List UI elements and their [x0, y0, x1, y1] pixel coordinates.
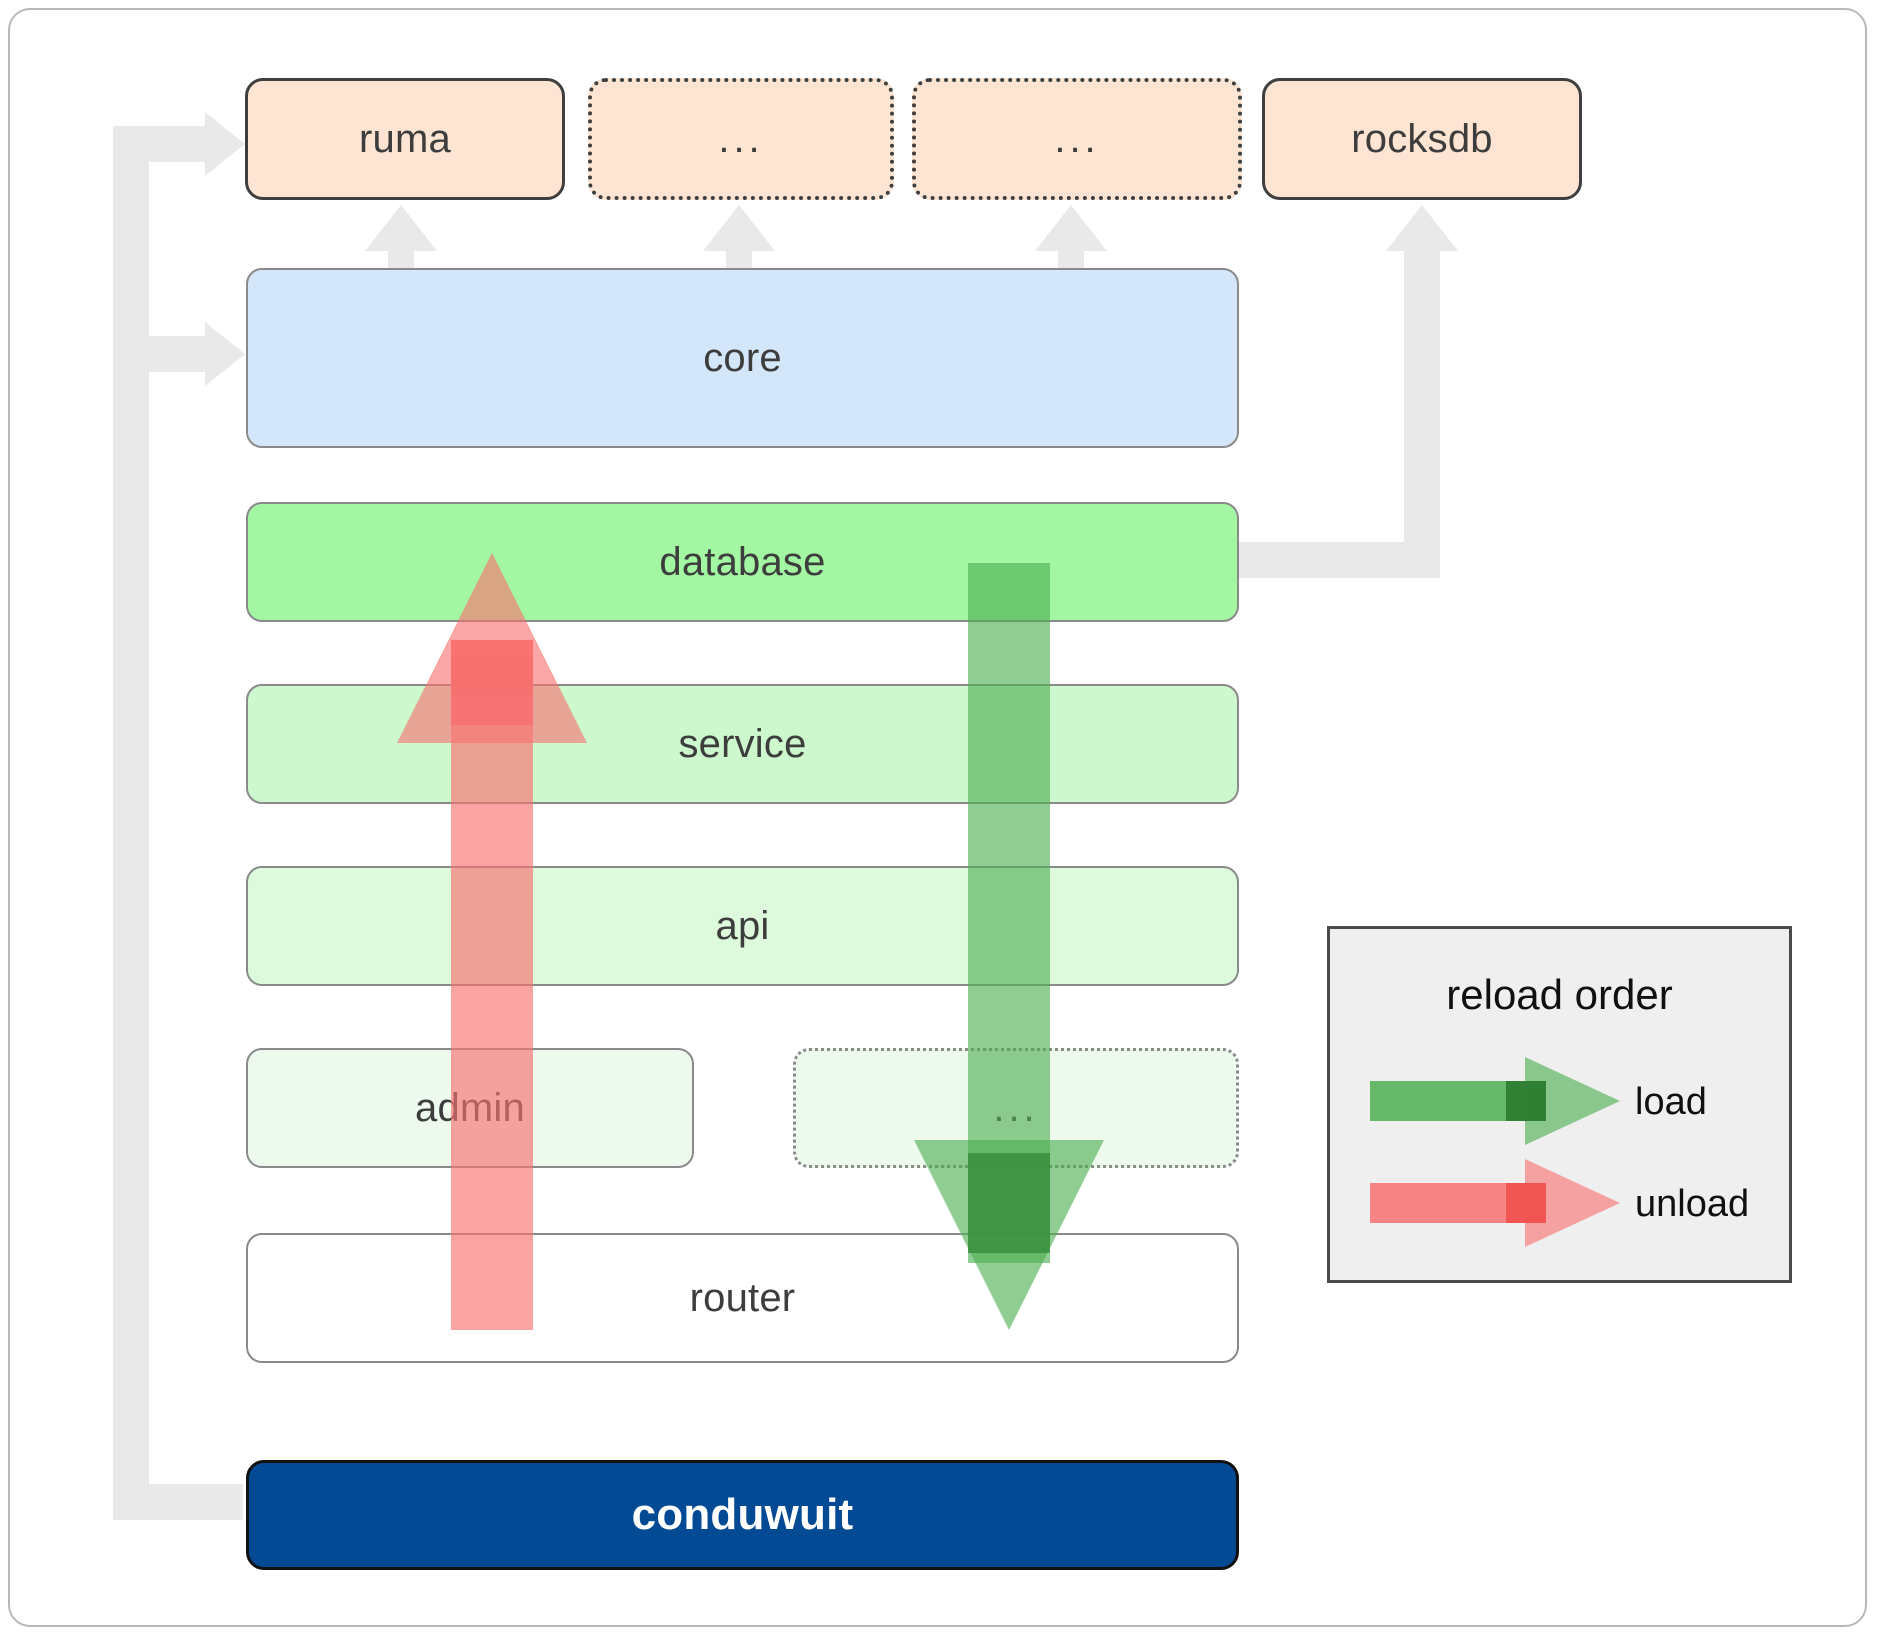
dependency-box-dep2[interactable]: ... — [588, 78, 894, 200]
layer-label-service: service — [678, 721, 807, 766]
root-label-conduwuit: conduwuit — [631, 1490, 854, 1539]
connector-arrow-dep1-icon — [365, 205, 437, 251]
connector-database-rocksdb-horizontal — [1222, 542, 1422, 578]
connector-arrow-core-icon — [205, 322, 245, 386]
root-box-conduwuit[interactable]: conduwuit — [246, 1460, 1239, 1570]
layer-label-database: database — [659, 539, 826, 584]
dependency-label-ruma: ruma — [359, 116, 451, 161]
layer-label-api: api — [715, 903, 770, 948]
dependency-label-dep3: ... — [1054, 117, 1100, 161]
dependency-box-ruma[interactable]: ruma — [245, 78, 565, 200]
layer-label-router: router — [689, 1275, 796, 1320]
connector-arrow-dep2-icon — [703, 205, 775, 251]
connector-arrow-ruma-icon — [205, 112, 245, 176]
connector-database-rocksdb-vertical — [1404, 250, 1440, 578]
legend-label-unload: unload — [1635, 1183, 1750, 1225]
connector-arrow-rocksdb-icon — [1386, 205, 1458, 251]
legend-title: reload order — [1446, 971, 1673, 1018]
dependency-box-rocksdb[interactable]: rocksdb — [1262, 78, 1582, 200]
connector-arrow-dep3-icon — [1035, 205, 1107, 251]
layer-box-database[interactable]: database — [246, 502, 1239, 622]
dependency-box-dep3[interactable]: ... — [912, 78, 1242, 200]
dependency-label-rocksdb: rocksdb — [1351, 116, 1493, 161]
layer-box-api[interactable]: api — [246, 866, 1239, 986]
connector-branch-ruma — [113, 126, 223, 162]
layer-box-service[interactable]: service — [246, 684, 1239, 804]
flow-unload-notch — [451, 655, 533, 725]
connector-branch-core — [113, 336, 223, 372]
legend-unload-overlap — [1506, 1183, 1546, 1223]
layer-label-core: core — [703, 335, 782, 380]
legend-label-load: load — [1635, 1081, 1707, 1123]
legend-panel: reload order load unload — [1327, 926, 1792, 1283]
diagram-frame — [8, 8, 1867, 1627]
layer-box-core[interactable]: core — [246, 268, 1239, 448]
dependency-label-dep2: ... — [718, 117, 764, 161]
flow-unload-shaft — [451, 640, 533, 1330]
connector-elbow-bottom — [113, 1484, 243, 1520]
flow-load-overlap — [968, 1153, 1050, 1253]
legend-load-overlap — [1506, 1081, 1546, 1121]
